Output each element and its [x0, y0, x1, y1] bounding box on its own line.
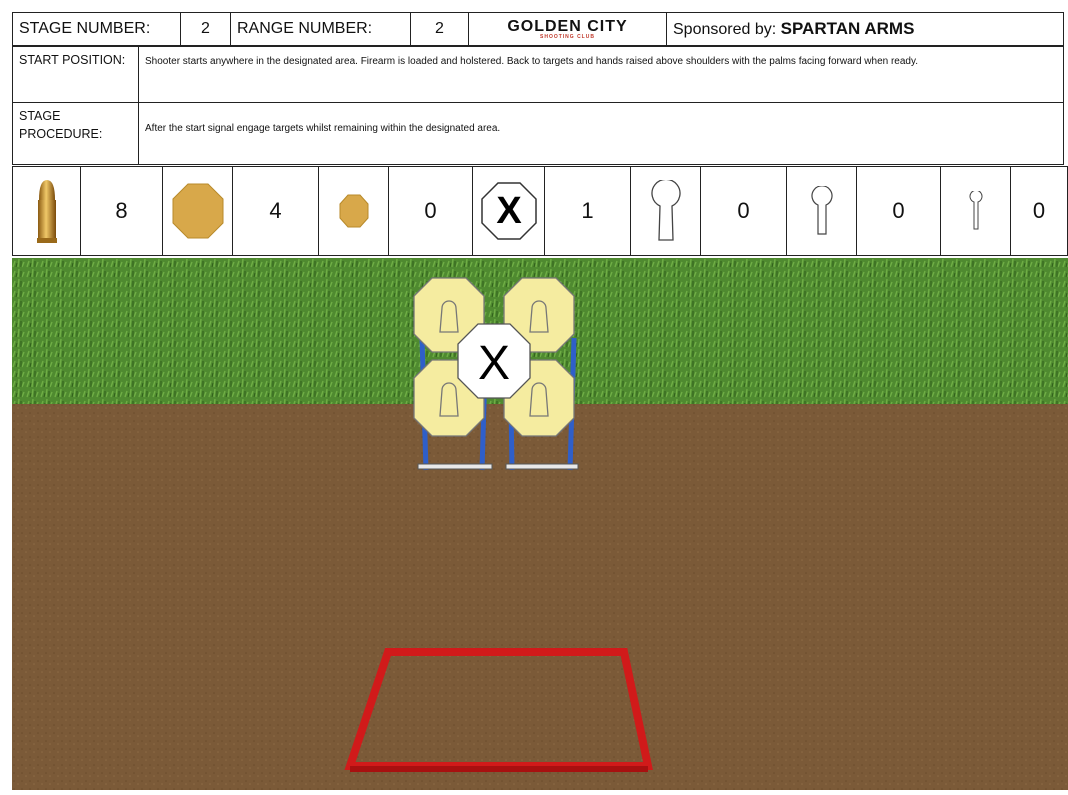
sponsor: Sponsored by: SPARTAN ARMS: [667, 13, 1064, 46]
large-octagon-count: 4: [233, 167, 319, 256]
stop-plate-count: 1: [545, 167, 631, 256]
dirt-ground: [12, 404, 1068, 790]
club-logo: GOLDEN CITY SHOOTING CLUB: [469, 13, 667, 46]
start-position-text: Shooter starts anywhere in the designate…: [139, 47, 1064, 103]
logo-subtitle: SHOOTING CLUB: [475, 35, 660, 40]
stop-plate-mark-scene: X: [478, 337, 510, 390]
small-octagon-count: 0: [389, 167, 473, 256]
large-keyhole-target-icon: [631, 167, 701, 256]
stop-plate-icon: X: [473, 167, 545, 256]
target-count-table: 8 4 0 X 1 0 0: [12, 166, 1068, 256]
bullet-count: 8: [81, 167, 163, 256]
bullet-icon: [13, 167, 81, 256]
range-number-label: RANGE NUMBER:: [231, 13, 411, 46]
medium-keyhole-target-icon: [787, 167, 857, 256]
stop-plate-mark: X: [496, 190, 522, 232]
logo-title: GOLDEN CITY: [507, 18, 627, 35]
sponsor-name: SPARTAN ARMS: [781, 19, 915, 38]
start-position-label: START POSITION:: [13, 47, 139, 103]
large-octagon-plate-icon: [163, 167, 233, 256]
stage-diagram: X: [12, 258, 1068, 790]
briefing-table: START POSITION: Shooter starts anywhere …: [12, 46, 1064, 165]
small-keyhole-count: 0: [1011, 167, 1068, 256]
header-table: STAGE NUMBER: 2 RANGE NUMBER: 2 GOLDEN C…: [12, 12, 1064, 46]
range-number-value: 2: [411, 13, 469, 46]
stage-procedure-label: STAGE PROCEDURE:: [13, 103, 139, 165]
stage-procedure-text: After the start signal engage targets wh…: [139, 103, 1064, 165]
medium-keyhole-count: 0: [857, 167, 941, 256]
stop-plate: X: [458, 324, 530, 398]
large-keyhole-count: 0: [701, 167, 787, 256]
sponsor-prefix: Sponsored by:: [673, 21, 776, 38]
stage-number-value: 2: [181, 13, 231, 46]
stage-number-label: STAGE NUMBER:: [13, 13, 181, 46]
small-keyhole-target-icon: [941, 167, 1011, 256]
small-octagon-plate-icon: [319, 167, 389, 256]
